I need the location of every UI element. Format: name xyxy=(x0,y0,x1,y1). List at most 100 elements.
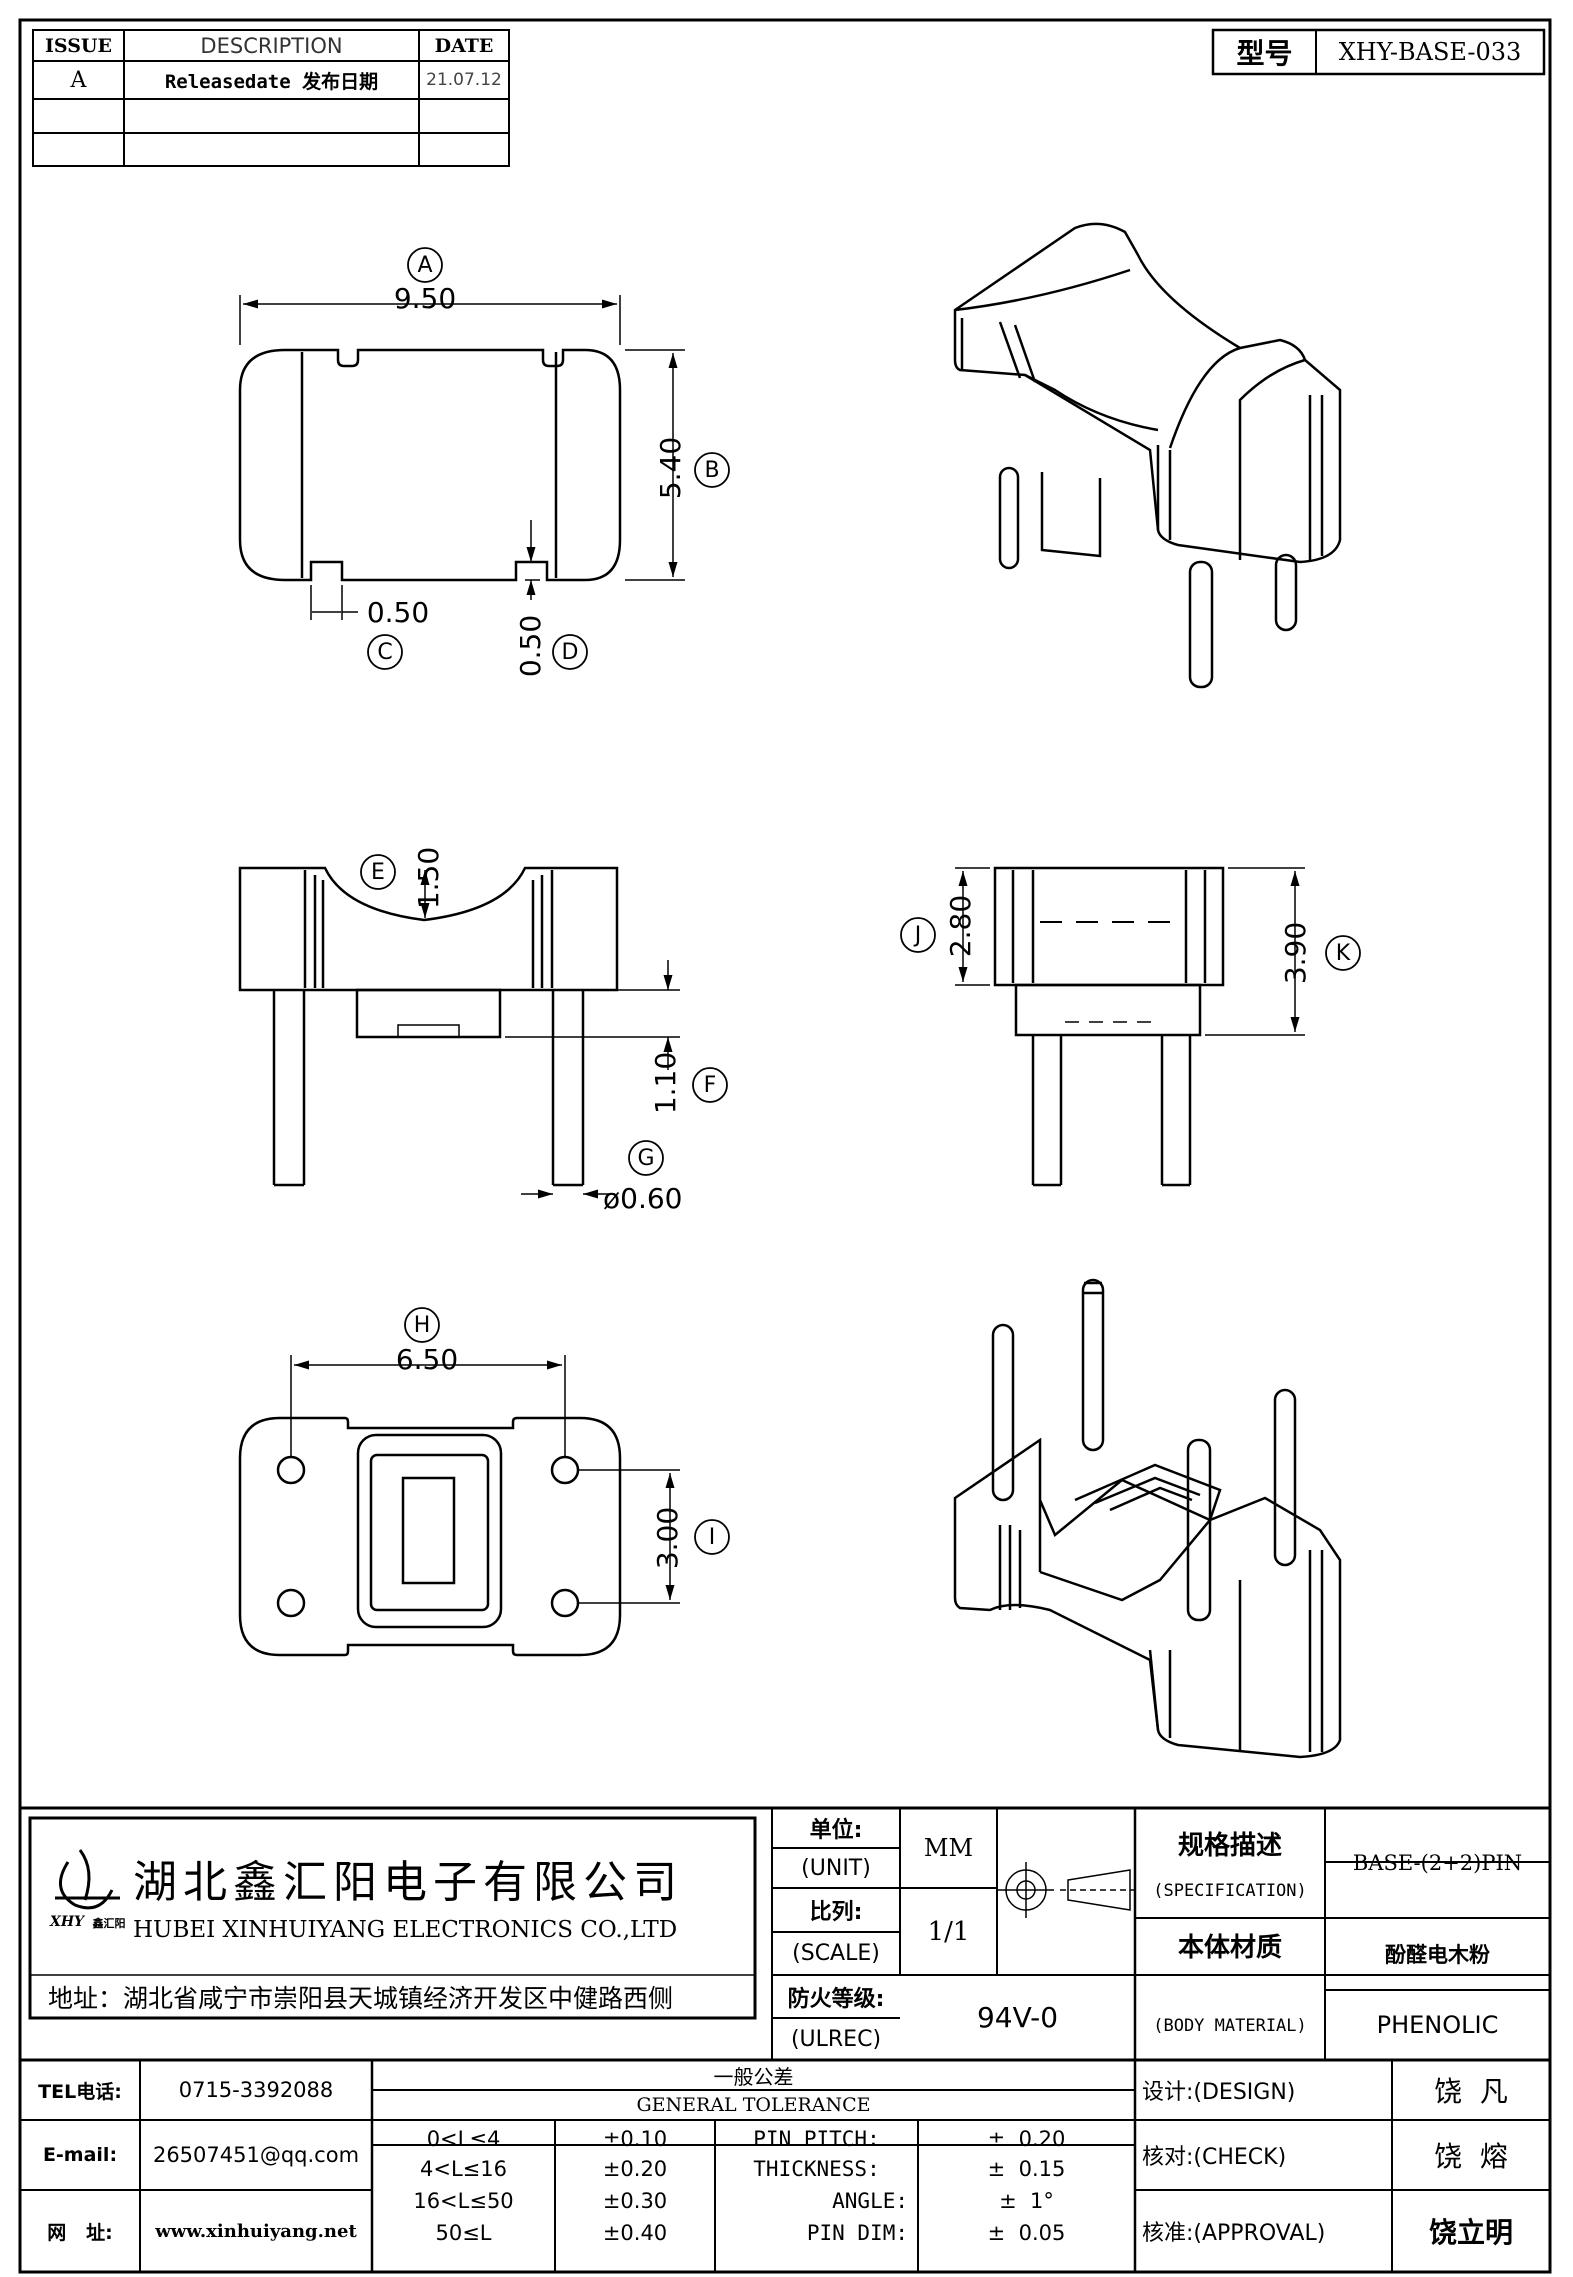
dim-C-lines xyxy=(310,585,358,620)
unit-value: MM xyxy=(923,1834,974,1862)
tolerance-item-4: PIN DIM: xyxy=(806,2221,908,2245)
tolerance-item-value-1: ± 0.20 xyxy=(987,2127,1066,2151)
spec-label-en: (SPECIFICATION) xyxy=(1153,1880,1307,1901)
fire-rating-label-en: (ULREC) xyxy=(790,2026,882,2052)
tolerance-item-value-3: ± 1° xyxy=(999,2189,1054,2213)
material-value-en: PHENOLIC xyxy=(1376,2011,1499,2039)
dim-F-value: 1.10 xyxy=(648,1051,682,1115)
fire-rating-value: 94V-0 xyxy=(976,2001,1059,2034)
company-name-cn: 湖北鑫汇阳电子有限公司 xyxy=(133,1857,683,1908)
tolerance-item-3: ANGLE: xyxy=(832,2189,908,2213)
fire-rating-label: 防火等级: xyxy=(787,1986,885,2012)
revision-header-issue: ISSUE xyxy=(45,34,112,57)
tolerance-item-2: THICKNESS: xyxy=(753,2157,880,2181)
company-address: 地址：湖北省咸宁市崇阳县天城镇经济开发区中健路西侧 xyxy=(48,1984,674,2013)
dim-H-value: 6.50 xyxy=(395,1342,459,1376)
model-label: 型号 xyxy=(1236,37,1293,70)
dim-A-lines xyxy=(239,295,621,345)
tolerance-item-value-4: ± 0.05 xyxy=(987,2221,1066,2245)
scale-value: 1/1 xyxy=(927,1916,970,1947)
top-view-outline xyxy=(238,348,622,582)
material-value-cn: 酚醛电木粉 xyxy=(1385,1943,1490,1967)
unit-label-en: (UNIT) xyxy=(801,1855,871,1881)
revision-table-grid xyxy=(32,29,510,167)
design-name: 饶 凡 xyxy=(1434,2075,1508,2108)
dim-K-lines xyxy=(1205,867,1305,1036)
email-label: E-mail: xyxy=(42,2144,118,2166)
scale-label: 比列: xyxy=(809,1900,863,1925)
sheet-border xyxy=(18,18,1552,2274)
tolerance-title-cn: 一般公差 xyxy=(713,2064,794,2089)
bottom-view-outline xyxy=(238,1416,622,1657)
model-value: XHY-BASE-033 xyxy=(1338,38,1522,66)
tel-label: TEL电话: xyxy=(38,2080,122,2103)
unit-label: 单位: xyxy=(809,1818,863,1843)
title-block-grid xyxy=(20,1806,1550,2272)
dim-E-letter: E xyxy=(371,859,385,885)
dim-K-value: 3.90 xyxy=(1278,921,1312,985)
dim-G-value: ø0.60 xyxy=(603,1181,683,1215)
tolerance-title-en: GENERAL TOLERANCE xyxy=(636,2094,871,2116)
revision-row-1-issue: A xyxy=(70,67,87,93)
dim-A-letter: A xyxy=(417,252,433,278)
spec-value: BASE-(2+2)PIN xyxy=(1352,1851,1523,1875)
tel-value: 0715-3392088 xyxy=(178,2078,334,2102)
iso-view-top xyxy=(953,222,1342,689)
dim-E-value: 1.50 xyxy=(411,846,445,910)
front-view-outline xyxy=(238,866,619,1187)
dim-F-lines xyxy=(505,960,680,1070)
dim-G-letter: G xyxy=(637,1145,655,1171)
company-name-en: HUBEI XINHUIYANG ELECTRONICS CO.,LTD xyxy=(133,1917,678,1943)
dim-J-lines xyxy=(955,867,990,986)
scale-label-en: (SCALE) xyxy=(792,1941,880,1966)
side-view-outline xyxy=(993,866,1225,1187)
material-label: 本体材质 xyxy=(1177,1932,1282,1963)
dim-A-value: 9.50 xyxy=(393,281,457,315)
check-name: 饶 熔 xyxy=(1434,2140,1508,2173)
revision-header-date: DATE xyxy=(434,34,494,57)
tolerance-value-2: ±0.20 xyxy=(602,2157,668,2181)
dim-J-letter: J xyxy=(914,922,922,948)
material-label-en: (BODY MATERIAL) xyxy=(1153,2015,1307,2036)
dim-D-value: 0.50 xyxy=(513,614,547,678)
model-box xyxy=(1211,28,1546,76)
dim-K-letter: K xyxy=(1335,940,1351,966)
website-label: 网 址: xyxy=(47,2221,113,2244)
tolerance-value-1: ±0.10 xyxy=(602,2127,668,2151)
tolerance-item-value-2: ± 0.15 xyxy=(987,2157,1066,2181)
dim-C-value: 0.50 xyxy=(366,595,430,629)
company-logo-text: XHY xyxy=(49,1914,85,1930)
dim-D-letter: D xyxy=(561,639,579,665)
tolerance-range-2: 4<L≤16 xyxy=(420,2157,507,2181)
tolerance-range-4: 50≤L xyxy=(435,2221,492,2245)
dim-I-lines xyxy=(578,1469,680,1604)
dim-F-letter: F xyxy=(703,1072,717,1098)
company-logo-icon xyxy=(55,1849,120,1910)
tolerance-value-3: ±0.30 xyxy=(602,2189,668,2213)
projection-symbol-icon xyxy=(998,1862,1135,1918)
iso-view-bottom xyxy=(953,1278,1342,1759)
tolerance-range-3: 16<L≤50 xyxy=(413,2189,514,2213)
email-value: 26507451@qq.com xyxy=(152,2143,360,2167)
dim-H-lines xyxy=(290,1355,566,1456)
dim-H-letter: H xyxy=(413,1312,431,1338)
tolerance-item-1: PIN PITCH: xyxy=(753,2127,880,2151)
spec-label: 规格描述 xyxy=(1177,1830,1282,1861)
dim-J-value: 2.80 xyxy=(943,894,977,958)
dim-I-value: 3.00 xyxy=(650,1506,684,1570)
design-label: 设计:(DESIGN) xyxy=(1142,2080,1296,2105)
approval-label: 核准:(APPROVAL) xyxy=(1142,2221,1326,2246)
dim-I-letter: I xyxy=(708,1524,716,1550)
revision-row-1-date: 21.07.12 xyxy=(426,70,502,90)
revision-header-description: DESCRIPTION xyxy=(200,33,343,58)
website-value: www.xinhuiyang.net xyxy=(155,2220,357,2242)
revision-row-1-description: Releasedate 发布日期 xyxy=(164,70,379,93)
check-label: 核对:(CHECK) xyxy=(1142,2145,1287,2170)
callout-circles xyxy=(360,247,1361,1555)
tolerance-value-4: ±0.40 xyxy=(602,2221,668,2245)
dim-C-letter: C xyxy=(377,639,393,665)
dim-B-value: 5.40 xyxy=(653,436,687,500)
dim-D-lines xyxy=(525,520,540,600)
tolerance-range-1: 0<L≤4 xyxy=(426,2127,501,2151)
